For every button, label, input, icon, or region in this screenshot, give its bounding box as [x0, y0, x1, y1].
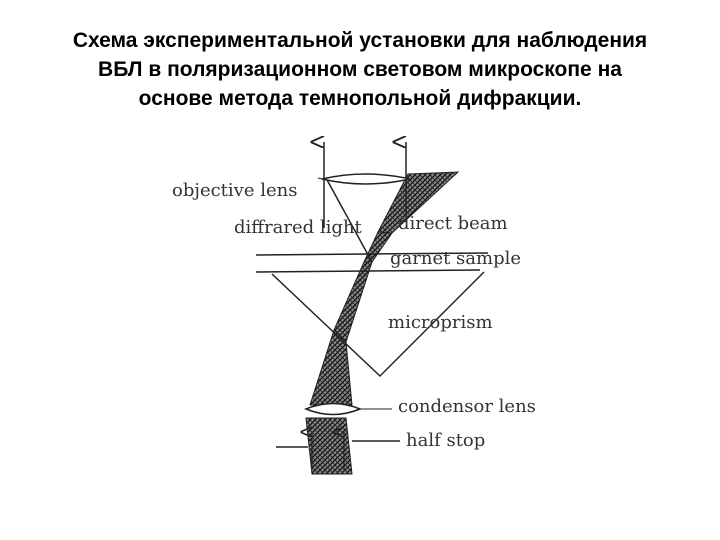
label-garnet-sample: garnet sample — [390, 248, 521, 269]
label-microprism: microprism — [388, 312, 493, 333]
title-line-1: Схема экспериментальной установки для на… — [72, 29, 648, 52]
label-direct-beam: direct beam — [398, 213, 508, 234]
title-line-2: ВБЛ в поляризационном световом микроскоп… — [98, 58, 622, 81]
sample-top-line — [255, 252, 489, 256]
objective-lens-pointer — [317, 177, 323, 180]
incoming-beam — [305, 417, 353, 475]
diffracted-light-ray — [325, 177, 373, 263]
beam-in-prism — [333, 261, 373, 343]
beam-from-condenser — [309, 329, 353, 406]
slide-title: Схема экспериментальной установки для на… — [0, 26, 720, 113]
direct-beam-middle — [363, 231, 393, 263]
label-objective-lens: objective lens — [172, 180, 297, 201]
label-diffracted-light: diffrared light — [234, 217, 363, 238]
sample-bottom-line — [255, 269, 481, 273]
objective-lens-shape — [321, 173, 411, 185]
label-half-stop: half stop — [406, 430, 485, 451]
microprism-shape — [271, 271, 485, 378]
label-condensor-lens: condensor lens — [398, 396, 536, 417]
title-line-3: основе метода темнопольной дифракции. — [138, 87, 582, 110]
